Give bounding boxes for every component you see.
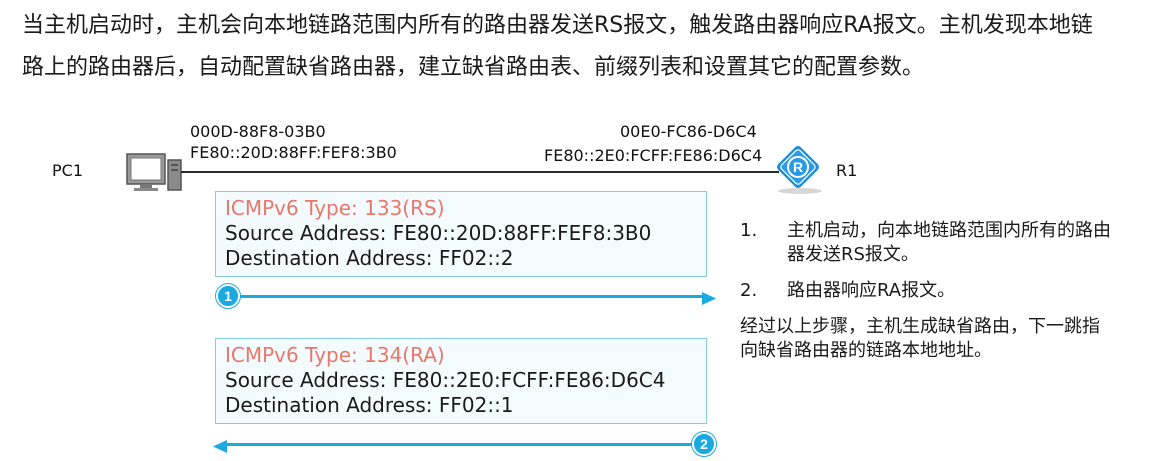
link-line xyxy=(181,171,779,173)
rs-message-box: ICMPv6 Type: 133(RS) Source Address: FE8… xyxy=(215,191,707,277)
intro-line-2: 路上的路由器后，自动配置缺省路由器，建立缺省路由表、前缀列表和设置其它的配置参数… xyxy=(22,55,925,80)
ra-destination-text: Destination Address: FF02::1 xyxy=(225,393,514,417)
rs-destination-text: Destination Address: FF02::2 xyxy=(225,246,514,270)
ra-message-box: ICMPv6 Type: 134(RA) Source Address: FE8… xyxy=(215,338,707,424)
arrow-left-icon xyxy=(213,438,227,453)
step-text-2: 路由器响应RA报文。 xyxy=(787,280,956,301)
step-item-1: 1. 主机启动，向本地链路范围内所有的路由 器发送RS报文。 xyxy=(740,219,1170,267)
arrow-right-icon xyxy=(702,290,716,305)
step-item-2: 2. 路由器响应RA报文。 xyxy=(740,279,1170,303)
rs-arrow-line xyxy=(226,295,704,298)
intro-paragraph: 当主机启动时，主机会向本地链路范围内所有的路由器发送RS报文，触发路由器响应RA… xyxy=(22,5,1170,89)
rs-type-text: ICMPv6 Type: 133(RS) xyxy=(225,196,445,220)
intro-line-1: 当主机启动时，主机会向本地链路范围内所有的路由器发送RS报文，触发路由器响应RA… xyxy=(22,13,1093,38)
pc-icon xyxy=(125,152,183,192)
ra-type-text: ICMPv6 Type: 134(RA) xyxy=(225,343,445,367)
svg-text:R: R xyxy=(793,159,803,175)
rs-source-text: Source Address: FE80::20D:88FF:FEF8:3B0 xyxy=(225,221,652,245)
ra-arrow-line xyxy=(225,443,695,446)
steps-list: 1. 主机启动，向本地链路范围内所有的路由 器发送RS报文。 2. 路由器响应R… xyxy=(740,219,1170,363)
step-number-2: 2. xyxy=(740,280,758,301)
router-name-label: R1 xyxy=(836,161,858,180)
step-badge-1: 1 xyxy=(216,284,240,308)
summary-text: 经过以上步骤，主机生成缺省路由，下一跳指 向缺省路由器的链路本地地址。 xyxy=(740,316,1100,361)
router-lla-label: FE80::2E0:FCFF:FE86:D6C4 xyxy=(544,146,763,165)
pc-mac-label: 000D-88F8-03B0 xyxy=(190,122,326,141)
router-icon: R xyxy=(772,146,828,196)
step-text-1: 主机启动，向本地链路范围内所有的路由 器发送RS报文。 xyxy=(787,220,1111,265)
step-badge-2: 2 xyxy=(692,432,716,456)
pc-name-label: PC1 xyxy=(52,161,83,180)
router-mac-label: 00E0-FC86-D6C4 xyxy=(620,122,757,141)
pc-lla-label: FE80::20D:88FF:FEF8:3B0 xyxy=(190,143,397,162)
ra-source-text: Source Address: FE80::2E0:FCFF:FE86:D6C4 xyxy=(225,368,666,392)
step-number-1: 1. xyxy=(740,220,758,241)
